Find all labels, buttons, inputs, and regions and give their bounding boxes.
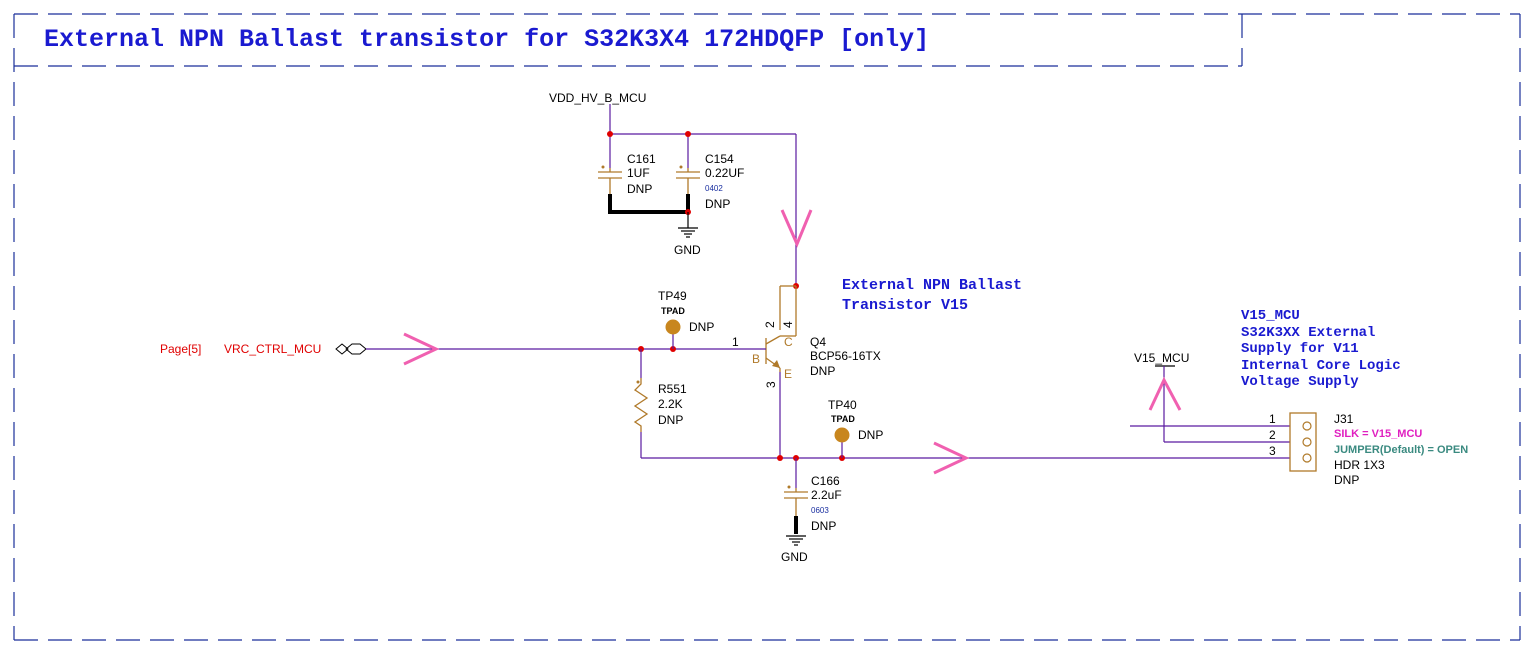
supply-note-line3: Supply for V11 — [1241, 341, 1359, 357]
ground-symbol — [678, 212, 698, 238]
c154-ref: C154 — [705, 152, 734, 166]
q4-pin4: 4 — [781, 321, 795, 328]
q4-value: BCP56-16TX — [810, 349, 881, 363]
j31-silk: SILK = V15_MCU — [1334, 428, 1422, 440]
q4-ref: Q4 — [810, 335, 826, 349]
c161-ref: C161 — [627, 152, 656, 166]
q4-pin1: 1 — [732, 335, 739, 349]
gnd-label-bottom: GND — [781, 550, 808, 564]
tp40-ref: TP40 — [828, 398, 857, 412]
c166-ref: C166 — [811, 474, 840, 488]
current-direction-arrow — [780, 209, 813, 248]
v15-net-label: V15_MCU — [1134, 351, 1189, 365]
tp49-type: TPAD — [661, 306, 685, 316]
tp49-ref: TP49 — [658, 289, 687, 303]
testpoint-tp49[interactable] — [665, 319, 681, 335]
q4-pin-b: B — [752, 352, 760, 366]
q4-pin-e: E — [784, 367, 792, 381]
ground-symbol — [786, 516, 806, 546]
q4-pin2: 2 — [763, 321, 777, 328]
header-j31[interactable] — [1289, 412, 1317, 472]
q4-pin3: 3 — [764, 381, 778, 388]
gnd-label-top: GND — [674, 243, 701, 257]
r551-ref: R551 — [658, 382, 687, 396]
output-direction-arrow — [933, 441, 970, 475]
tp49-note: DNP — [689, 320, 714, 334]
page-title: External NPN Ballast transistor for S32K… — [44, 25, 929, 54]
j31-note: DNP — [1334, 473, 1359, 487]
c154-package: 0402 — [705, 184, 723, 193]
r551-note: DNP — [658, 413, 683, 427]
q4-pin-c: C — [784, 335, 793, 349]
page-reference: Page[5] — [160, 342, 201, 356]
vdd-net-label: VDD_HV_B_MCU — [549, 91, 646, 105]
testpoint-tp40[interactable] — [834, 427, 850, 443]
q4-note: DNP — [810, 364, 835, 378]
c166-value: 2.2uF — [811, 488, 842, 502]
junction-dot — [685, 131, 691, 137]
c166-package: 0603 — [811, 506, 829, 515]
c161-note: DNP — [627, 182, 652, 196]
tp40-type: TPAD — [831, 414, 855, 424]
ballast-note-line1: External NPN Ballast — [842, 277, 1022, 294]
j31-jumper: JUMPER(Default) = OPEN — [1334, 444, 1468, 456]
j31-pin1-label: 1 — [1269, 412, 1276, 426]
capacitor-c161 — [598, 165, 622, 194]
j31-pin2-label: 2 — [1269, 428, 1276, 442]
capacitor-c154 — [676, 165, 700, 194]
vrc-net-label: VRC_CTRL_MCU — [224, 342, 321, 356]
ballast-note-line2: Transistor V15 — [842, 297, 968, 314]
transistor-q4 — [765, 285, 797, 372]
signal-direction-arrow — [403, 332, 440, 366]
c154-value: 0.22UF — [705, 166, 744, 180]
supply-note-line1: V15_MCU — [1241, 308, 1300, 324]
c161-value: 1UF — [627, 166, 650, 180]
junction-dot — [777, 455, 783, 461]
j31-value: HDR 1X3 — [1334, 458, 1385, 472]
supply-note-line5: Voltage Supply — [1241, 374, 1359, 390]
supply-note-line2: S32K3XX External — [1241, 325, 1375, 341]
r551-value: 2.2K — [658, 397, 683, 411]
r551-pin1-marker — [636, 380, 640, 384]
j31-ref: J31 — [1334, 412, 1354, 426]
offpage-connector-icon[interactable] — [335, 343, 367, 355]
v15-direction-arrow — [1148, 376, 1182, 411]
resistor-r551 — [633, 378, 649, 432]
ground-bus — [608, 194, 690, 214]
junction-dot — [607, 131, 613, 137]
tp40-note: DNP — [858, 428, 883, 442]
capacitor-c166 — [784, 485, 808, 516]
c154-note: DNP — [705, 197, 730, 211]
c166-note: DNP — [811, 519, 836, 533]
supply-note-line4: Internal Core Logic — [1241, 358, 1401, 374]
j31-pin3-label: 3 — [1269, 444, 1276, 458]
